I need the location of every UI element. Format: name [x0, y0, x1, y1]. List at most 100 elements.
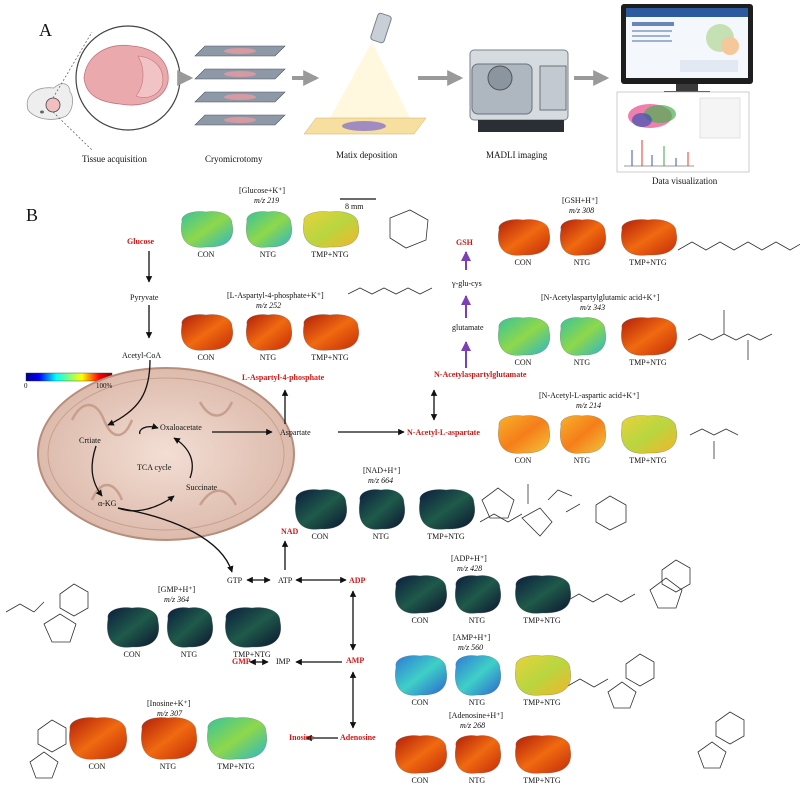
tissue-label-naag-2: TMP+NTG — [629, 358, 667, 367]
node-amp: AMP — [346, 656, 365, 665]
ion-naag-label: [N-Acetylaspartylglutamic acid+K⁺] — [541, 293, 660, 302]
node-gtp: GTP — [227, 576, 243, 585]
ion-inosine-mz: m/z 307 — [157, 709, 183, 718]
tissue-aspartyl-phosphate-tmp-ntg — [303, 314, 359, 351]
node-citrate: Crtiate — [79, 436, 101, 445]
maldi-instrument — [469, 49, 569, 132]
node-succinate: Succinate — [186, 483, 218, 492]
node-imp: IMP — [276, 657, 291, 666]
tissue-gmp-tmp-ntg — [225, 607, 281, 648]
tissue-label-gmp-0: CON — [123, 650, 141, 659]
tissue-label-inosine-0: CON — [88, 762, 106, 771]
step-tissue-acquisition: Tissue acquisition — [82, 154, 147, 164]
ion-gmp-mz: m/z 364 — [164, 595, 190, 604]
tissue-gmp-con — [107, 607, 159, 648]
tissue-gsh-ntg — [560, 219, 606, 256]
panel-a-letter: A — [39, 20, 52, 40]
node-adenosine: Adenosine — [340, 733, 376, 742]
tissue-nad-tmp-ntg — [419, 489, 475, 530]
tissue-adp-con — [395, 575, 447, 614]
tissue-nad-con — [295, 489, 347, 530]
tissue-label-naag-1: NTG — [573, 358, 591, 367]
ion-adenosine-mz: m/z 268 — [460, 721, 486, 730]
ion-nad-label: [NAD+H⁺] — [363, 466, 401, 475]
ion-adp-label: [ADP+H⁺] — [451, 554, 487, 563]
tissue-gsh-con — [498, 219, 550, 256]
node-glutamate: glutamate — [452, 323, 484, 332]
ion-image-tissues — [69, 211, 677, 774]
tissue-naag-tmp-ntg — [621, 317, 677, 356]
tissue-label-gmp-2: TMP+NTG — [233, 650, 271, 659]
tissue-label-amp-0: CON — [411, 698, 429, 707]
molecule-structures — [5, 209, 800, 779]
ion-inosine-label: [Inosine+K⁺] — [147, 699, 191, 708]
node-aspartate: Aspartate — [280, 428, 311, 437]
ion-naa-label: [N-Acetyl-L-aspartic acid+K⁺] — [539, 391, 640, 400]
node-l-aspartyl-4-phosphate: L-Aspartyl-4-phosphate — [242, 373, 325, 382]
node-glucose: Glucose — [127, 237, 155, 246]
tissue-naag-ntg — [560, 317, 606, 356]
node-atp: ATP — [278, 576, 293, 585]
ion-nad-mz: m/z 664 — [368, 476, 394, 485]
tissue-label-adp-0: CON — [411, 616, 429, 625]
ion-adenosine-label: [Adenosine+H⁺] — [449, 711, 504, 720]
step-maldi-imaging: MADLI imaging — [486, 150, 548, 160]
ion-naag-mz: m/z 343 — [580, 303, 606, 312]
ion-amp-label: [AMP+H⁺] — [453, 633, 491, 642]
node-adp: ADP — [349, 576, 366, 585]
tissue-label-glucose-2: TMP+NTG — [311, 250, 349, 259]
tissue-label-amp-2: TMP+NTG — [523, 698, 561, 707]
step-cryomicrotomy: Cryomicrotomy — [205, 154, 263, 164]
tissue-amp-tmp-ntg — [515, 655, 571, 696]
node-gamma-glu-cys: γ-glu-cys — [452, 279, 482, 288]
tissue-label-naa-2: TMP+NTG — [629, 456, 667, 465]
tissue-label-gsh-2: TMP+NTG — [629, 258, 667, 267]
node-pyruvate: Pyryvate — [130, 293, 159, 302]
tissue-label-adenosine-0: CON — [411, 776, 429, 785]
tissue-adp-ntg — [455, 575, 501, 614]
node-inosine: Inosine — [289, 733, 314, 742]
node-tca-cycle: TCA cycle — [137, 463, 172, 472]
ion-gsh-label: [GSH+H⁺] — [562, 196, 598, 205]
tissue-label-nad-2: TMP+NTG — [427, 532, 465, 541]
tissue-label-aspartyl-phosphate-1: NTG — [259, 353, 277, 362]
node-n-acetyl-l-aspartate: N-Acetyl-L-aspartate — [407, 428, 480, 437]
tissue-glucose-ntg — [246, 211, 292, 248]
node-oxaloacetate: Oxaloacetate — [160, 423, 202, 432]
tissue-label-adp-1: NTG — [468, 616, 486, 625]
node-gmp: GMP — [232, 657, 251, 666]
tissue-label-nad-0: CON — [311, 532, 329, 541]
tissue-label-naa-1: NTG — [573, 456, 591, 465]
tissue-amp-con — [395, 655, 447, 696]
tissue-naag-con — [498, 317, 550, 356]
tissue-adp-tmp-ntg — [515, 575, 571, 614]
tissue-label-glucose-0: CON — [197, 250, 215, 259]
tissue-amp-ntg — [455, 655, 501, 696]
ion-adp-mz: m/z 428 — [457, 564, 483, 573]
step-matrix-deposition: Matix deposition — [336, 150, 398, 160]
tissue-gsh-tmp-ntg — [621, 219, 677, 256]
monitor-screenshot — [621, 4, 753, 94]
tissue-label-gsh-0: CON — [514, 258, 532, 267]
tissue-label-inosine-2: TMP+NTG — [217, 762, 255, 771]
node-alpha-kg: α-KG — [98, 499, 117, 508]
tissue-label-adenosine-2: TMP+NTG — [523, 776, 561, 785]
ion-aspartyl-phosphate-label: [L-Aspartyl-4-phosphate+K⁺] — [227, 291, 324, 300]
tissue-nad-ntg — [359, 489, 405, 530]
tissue-naa-ntg — [560, 415, 606, 454]
tissue-gmp-ntg — [167, 607, 213, 648]
node-nad: NAD — [281, 527, 299, 536]
tissue-inosine-tmp-ntg — [207, 717, 267, 760]
node-gsh: GSH — [456, 238, 473, 247]
matrix-sprayer — [303, 12, 427, 135]
tissue-aspartyl-phosphate-con — [181, 314, 233, 351]
mitochondrion — [37, 367, 295, 541]
scale-bar-label: 8 mm — [345, 202, 364, 211]
tissue-label-glucose-1: NTG — [259, 250, 277, 259]
pathway-arrows — [91, 251, 438, 742]
colorbar-min-label: 0 — [24, 382, 28, 390]
tissue-label-naa-0: CON — [514, 456, 532, 465]
mouse-illustration — [26, 31, 93, 151]
tissue-sections-stack — [194, 45, 286, 126]
